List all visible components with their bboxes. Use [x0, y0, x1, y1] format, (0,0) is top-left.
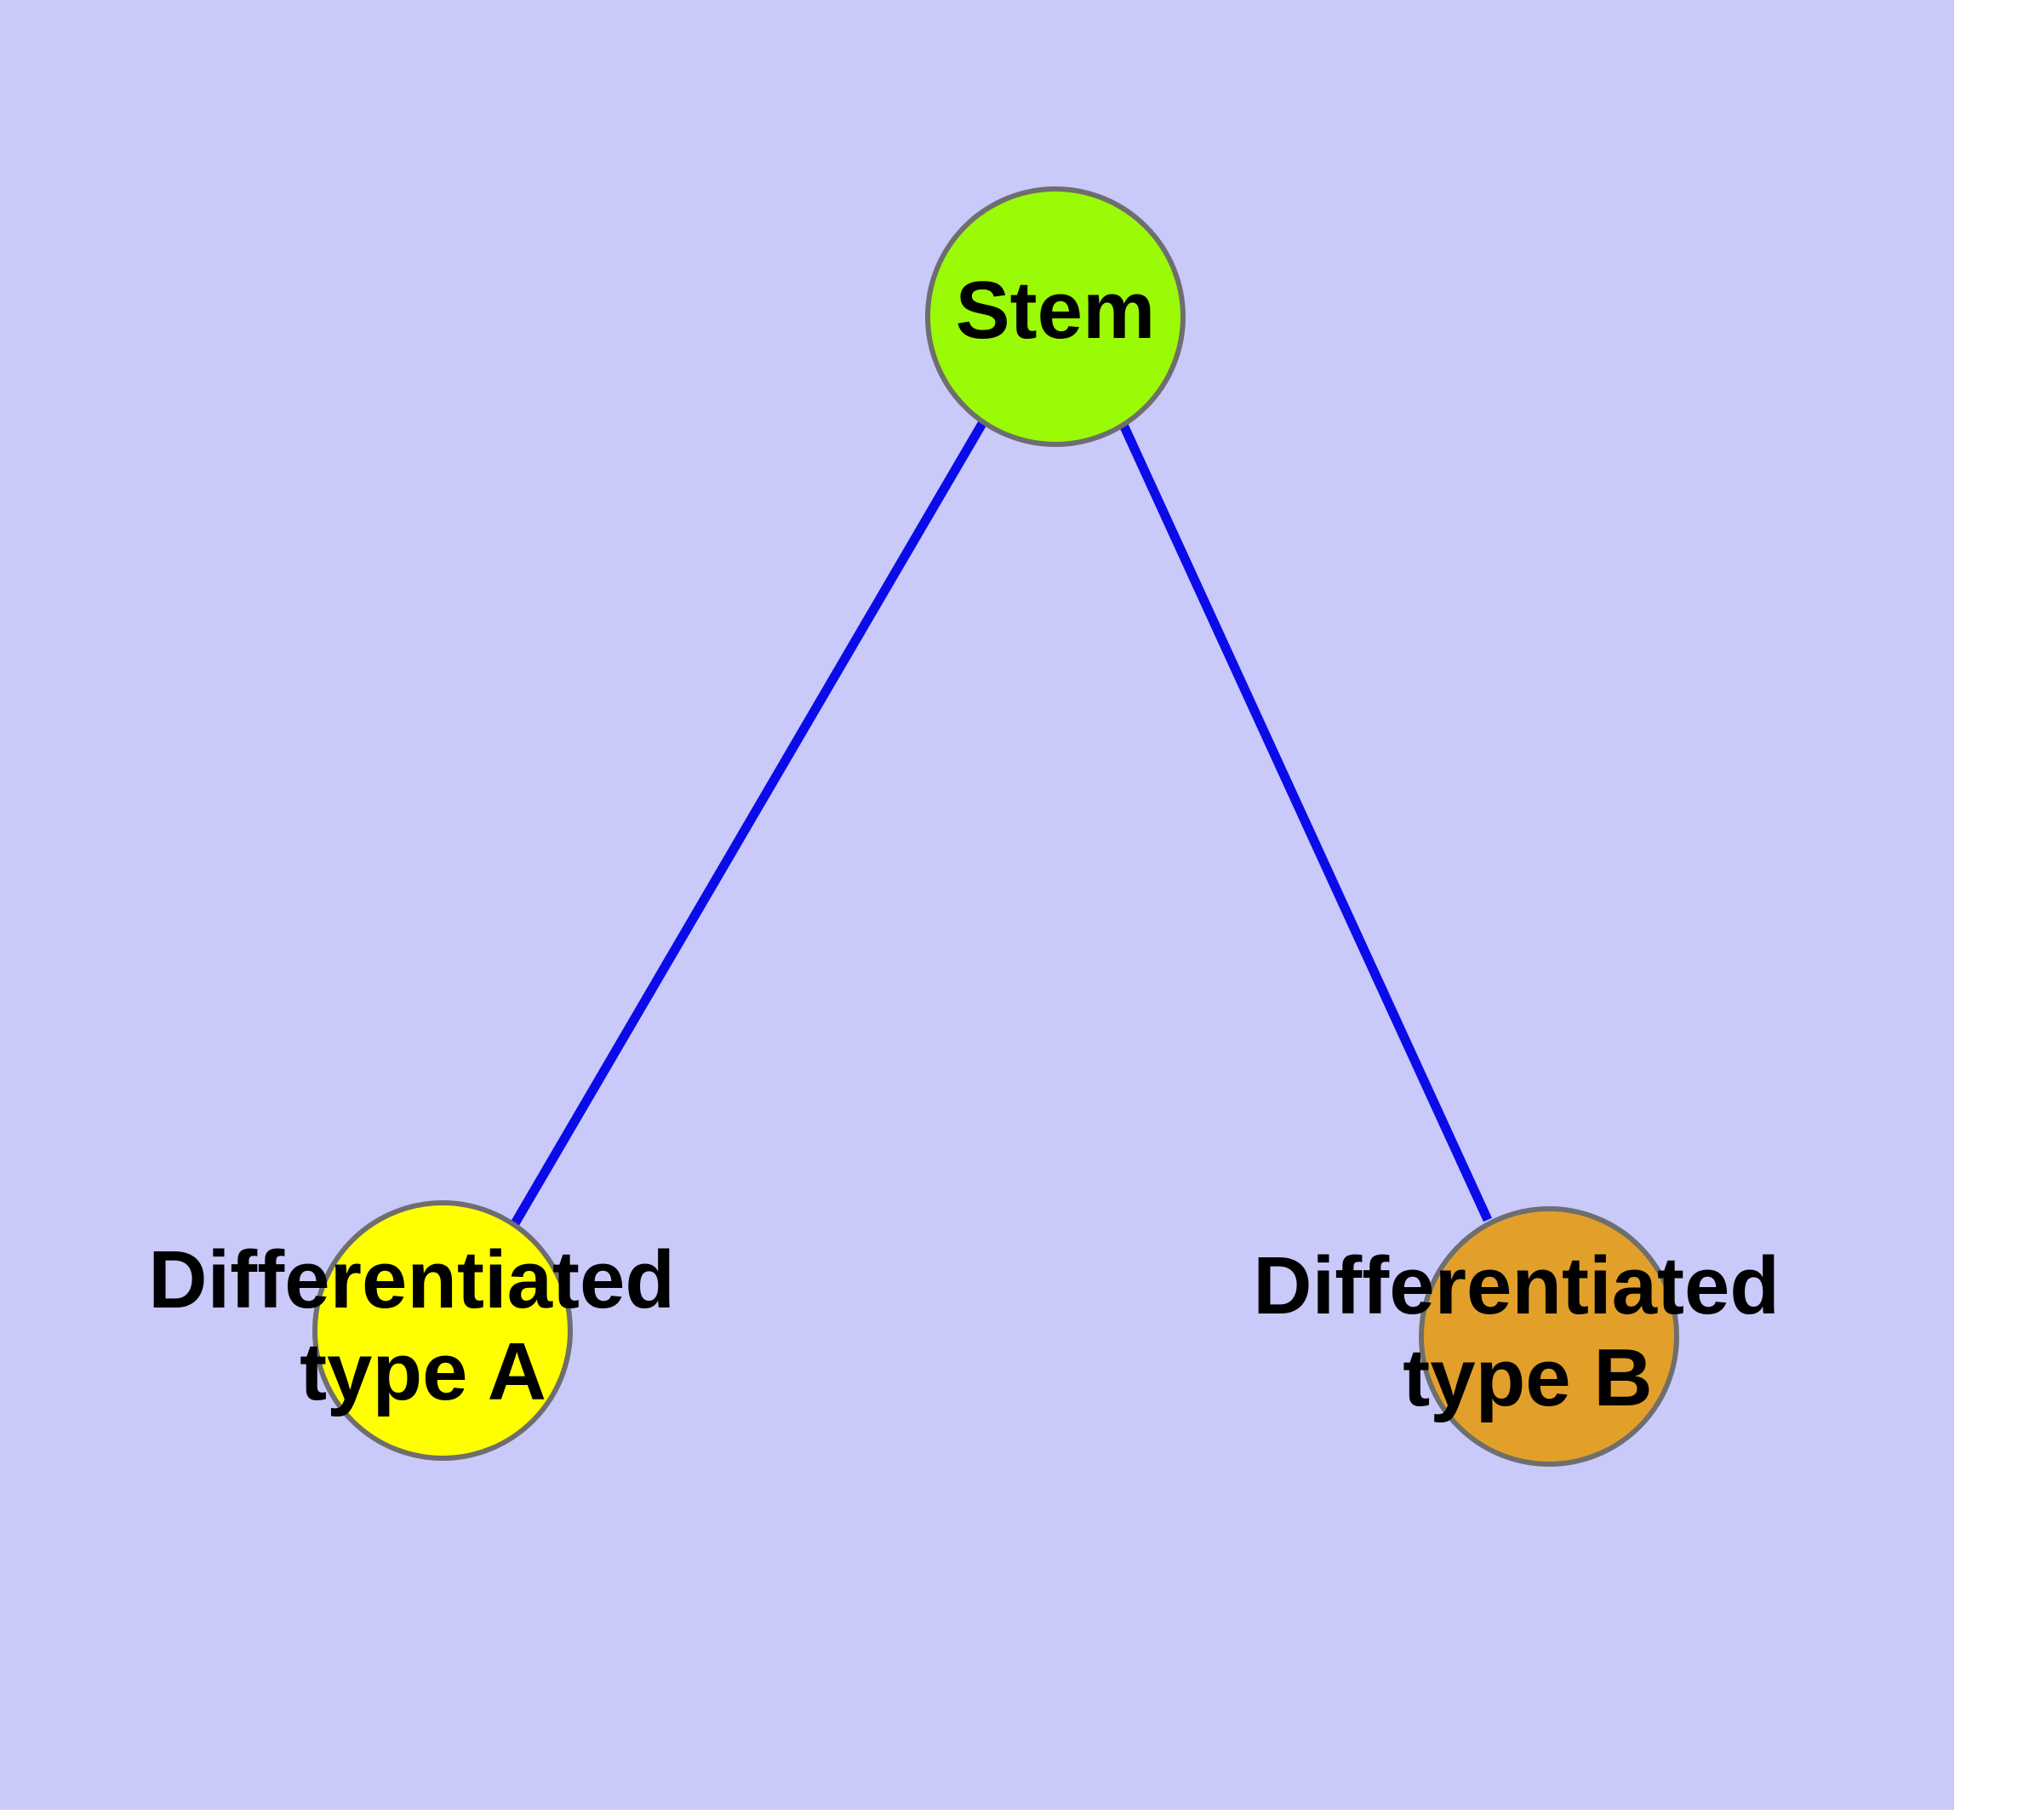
node-differentiated-type-a-label-line-2: type A [300, 1326, 546, 1417]
node-layer: Stem Differentiated type A Differentiate… [148, 186, 1802, 1467]
node-differentiated-type-a-circle[interactable] [312, 1200, 573, 1461]
edge-layer [510, 420, 1493, 1228]
edge-stem-to-differentiated-type-a[interactable] [510, 420, 987, 1228]
node-differentiated-type-b-label-line-2: type B [1403, 1332, 1652, 1423]
node-differentiated-type-a[interactable]: Differentiated type A [148, 1200, 697, 1461]
node-stem-circle[interactable] [925, 186, 1186, 447]
node-differentiated-type-b-circle[interactable] [1419, 1206, 1679, 1467]
node-differentiated-type-b[interactable]: Differentiated type B [1253, 1206, 1802, 1467]
edge-stem-to-differentiated-type-b[interactable] [1118, 422, 1493, 1222]
node-stem-label: Stem [956, 265, 1156, 356]
node-stem[interactable]: Stem [925, 186, 1186, 447]
node-stem-label-line-1: Stem [956, 265, 1156, 356]
node-differentiated-type-b-label: Differentiated type B [1253, 1240, 1802, 1423]
node-differentiated-type-b-label-line-1: Differentiated [1253, 1240, 1780, 1331]
node-differentiated-type-a-label-line-1: Differentiated [148, 1234, 675, 1325]
node-differentiated-type-a-label: Differentiated type A [148, 1234, 697, 1417]
